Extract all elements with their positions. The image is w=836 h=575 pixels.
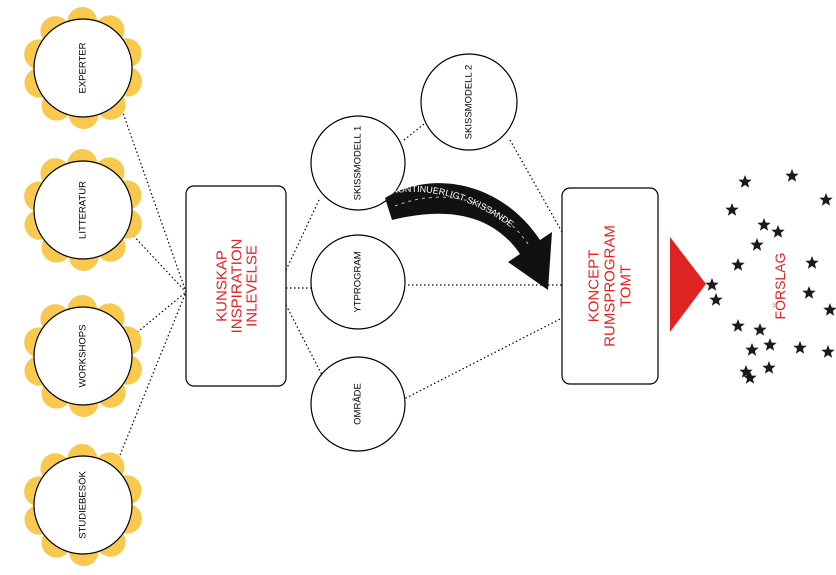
star-icon — [750, 238, 764, 251]
connector-experter-hub — [121, 109, 187, 293]
star-icon — [762, 361, 776, 374]
model1-label: SKISSMODELL 1 — [353, 126, 364, 201]
concept-box: KONCEPT RUMSPROGRAM TOMT — [561, 187, 659, 385]
star-icon — [802, 286, 816, 299]
omrade-label: OMRÅDE — [353, 383, 364, 425]
star-icon — [738, 175, 752, 188]
star-icon — [753, 323, 767, 336]
model1-node: SKISSMODELL 1 — [310, 115, 406, 211]
model2-node: SKISSMODELL 2 — [420, 53, 518, 151]
connector-litteratur-hub — [127, 229, 187, 293]
connector-model1-model2 — [403, 123, 425, 141]
star-icon — [757, 218, 771, 231]
connector-hub-model1 — [285, 197, 321, 271]
star-icon — [731, 258, 745, 271]
source-label-litteratur: LITTERATUR — [78, 181, 89, 239]
omrade-node: OMRÅDE — [310, 356, 406, 452]
connector-studiebesok-hub — [119, 291, 187, 456]
output-label: FÖRSLAG — [771, 253, 788, 320]
star-icon — [819, 193, 833, 206]
star-icon — [823, 303, 836, 316]
output-arrow-icon — [670, 237, 706, 332]
source-node-workshops: WORKSHOPS — [33, 306, 133, 406]
star-icon — [731, 319, 745, 332]
continuous-sketching-arrow: KONTINUERLIGT SKISSANDE — [385, 183, 552, 290]
star-icon — [785, 169, 799, 182]
source-node-studiebesok: STUDIEBESÖK — [33, 455, 133, 555]
source-label-studiebesok: STUDIEBESÖK — [78, 471, 89, 539]
star-icon — [821, 345, 835, 358]
star-icon — [725, 203, 739, 216]
star-icon — [771, 225, 785, 238]
hub-box: KUNSKAP INSPIRATION INLEVELSE — [185, 185, 287, 387]
source-label-experter: EXPERTER — [78, 42, 89, 93]
concept-line-3: TOMT — [618, 265, 635, 307]
star-icon — [739, 365, 753, 378]
source-label-workshops: WORKSHOPS — [78, 325, 89, 388]
concept-line-2: RUMSPROGRAM — [602, 225, 619, 347]
star-icon — [805, 256, 819, 269]
ytprogram-label: YTPROGRAM — [353, 251, 364, 312]
star-icon — [793, 341, 807, 354]
source-node-experter: EXPERTER — [33, 18, 133, 118]
connector-model2-concept — [509, 139, 563, 233]
ytprogram-node: YTPROGRAM — [310, 234, 406, 330]
connector-omrade-concept — [401, 317, 563, 401]
star-icon — [705, 278, 719, 291]
hub-line-1: KUNSKAP — [214, 250, 231, 322]
hub-line-2: INSPIRATION — [229, 239, 246, 334]
connector-hub-omrade — [285, 304, 323, 376]
source-node-litteratur: LITTERATUR — [33, 160, 133, 260]
hub-line-3: INLEVELSE — [244, 245, 261, 327]
star-icon — [745, 343, 759, 356]
model2-label: SKISSMODELL 2 — [464, 65, 475, 140]
star-icon — [709, 293, 723, 306]
star-icon — [763, 338, 777, 351]
concept-line-1: KONCEPT — [586, 250, 603, 323]
stars-group — [705, 169, 836, 384]
